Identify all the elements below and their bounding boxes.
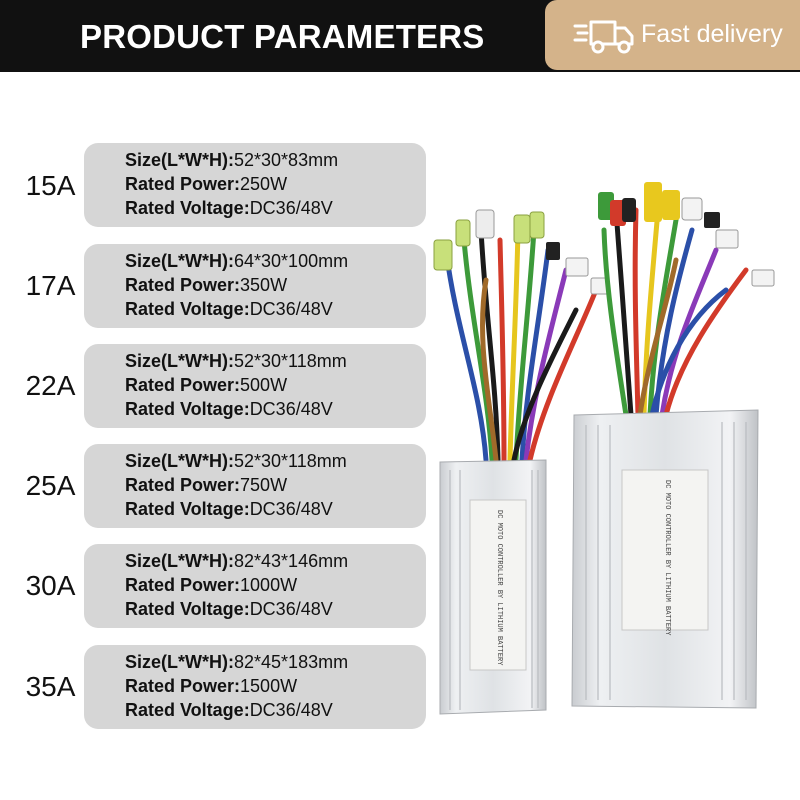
size-line: Size(L*W*H):64*30*100mm <box>125 251 349 271</box>
voltage-line: Rated Voltage:DC36/48V <box>125 198 333 218</box>
power-line: Rated Power:500W <box>125 375 288 395</box>
size-line: Size(L*W*H):52*30*83mm <box>125 150 339 170</box>
voltage-line: Rated Voltage:DC36/48V <box>125 599 333 619</box>
amp-label: 25A <box>25 470 76 501</box>
right-connectors <box>598 182 775 287</box>
power-line: Rated Power:250W <box>125 174 288 194</box>
amp-label: 35A <box>25 671 76 702</box>
amp-label: 22A <box>25 370 76 401</box>
fast-delivery-label: Fast delivery <box>641 20 783 48</box>
left-controller-body: DC MOTO CONTROLLER BY LITHIUM BATTERY <box>439 459 547 715</box>
spec-card: Size(L*W*H):52*30*118mm Rated Power:750W… <box>84 444 426 528</box>
power-line: Rated Power:750W <box>125 475 288 495</box>
spec-card: Size(L*W*H):52*30*118mm Rated Power:500W… <box>84 344 426 428</box>
voltage-line: Rated Voltage:DC36/48V <box>125 499 333 519</box>
spec-card: Size(L*W*H):64*30*100mm Rated Power:350W… <box>84 244 426 328</box>
spec-card: Size(L*W*H):82*45*183mm Rated Power:1500… <box>84 645 426 729</box>
power-line: Rated Power:1500W <box>125 676 298 696</box>
amp-label: 30A <box>25 570 76 601</box>
header-bar: PRODUCT PARAMETERS Fast delivery <box>0 0 800 72</box>
size-line: Size(L*W*H):82*45*183mm <box>125 652 349 672</box>
size-line: Size(L*W*H):52*30*118mm <box>125 351 347 371</box>
spec-card: Size(L*W*H):82*43*146mm Rated Power:1000… <box>84 544 426 628</box>
amp-label: 15A <box>25 170 76 201</box>
size-line: Size(L*W*H):82*43*146mm <box>125 551 349 571</box>
left-controller-label: DC MOTO CONTROLLER BY LITHIUM BATTERY <box>495 510 503 666</box>
voltage-line: Rated Voltage:DC36/48V <box>125 299 333 319</box>
power-line: Rated Power:1000W <box>125 575 298 595</box>
right-controller-label: DC MOTO CONTROLLER BY LITHIUM BATTERY <box>663 480 671 636</box>
voltage-line: Rated Voltage:DC36/48V <box>125 700 333 720</box>
right-controller-body: DC MOTO CONTROLLER BY LITHIUM BATTERY <box>571 409 759 709</box>
delivery-truck-icon <box>573 20 634 54</box>
voltage-line: Rated Voltage:DC36/48V <box>125 399 333 419</box>
size-line: Size(L*W*H):52*30*118mm <box>125 451 347 471</box>
right-wire-bundle <box>601 207 749 418</box>
motor-controllers-image: DC MOTO CONTROLLER BY LITHIUM BATTERY <box>433 182 775 715</box>
left-connectors <box>433 209 610 295</box>
amp-label: 17A <box>25 270 76 301</box>
spec-card: Size(L*W*H):52*30*83mm Rated Power:250W … <box>84 143 426 227</box>
left-wire-bundle <box>443 227 599 463</box>
fast-delivery-badge: Fast delivery <box>545 0 800 70</box>
power-line: Rated Power:350W <box>125 275 288 295</box>
page-title: PRODUCT PARAMETERS <box>80 18 485 55</box>
